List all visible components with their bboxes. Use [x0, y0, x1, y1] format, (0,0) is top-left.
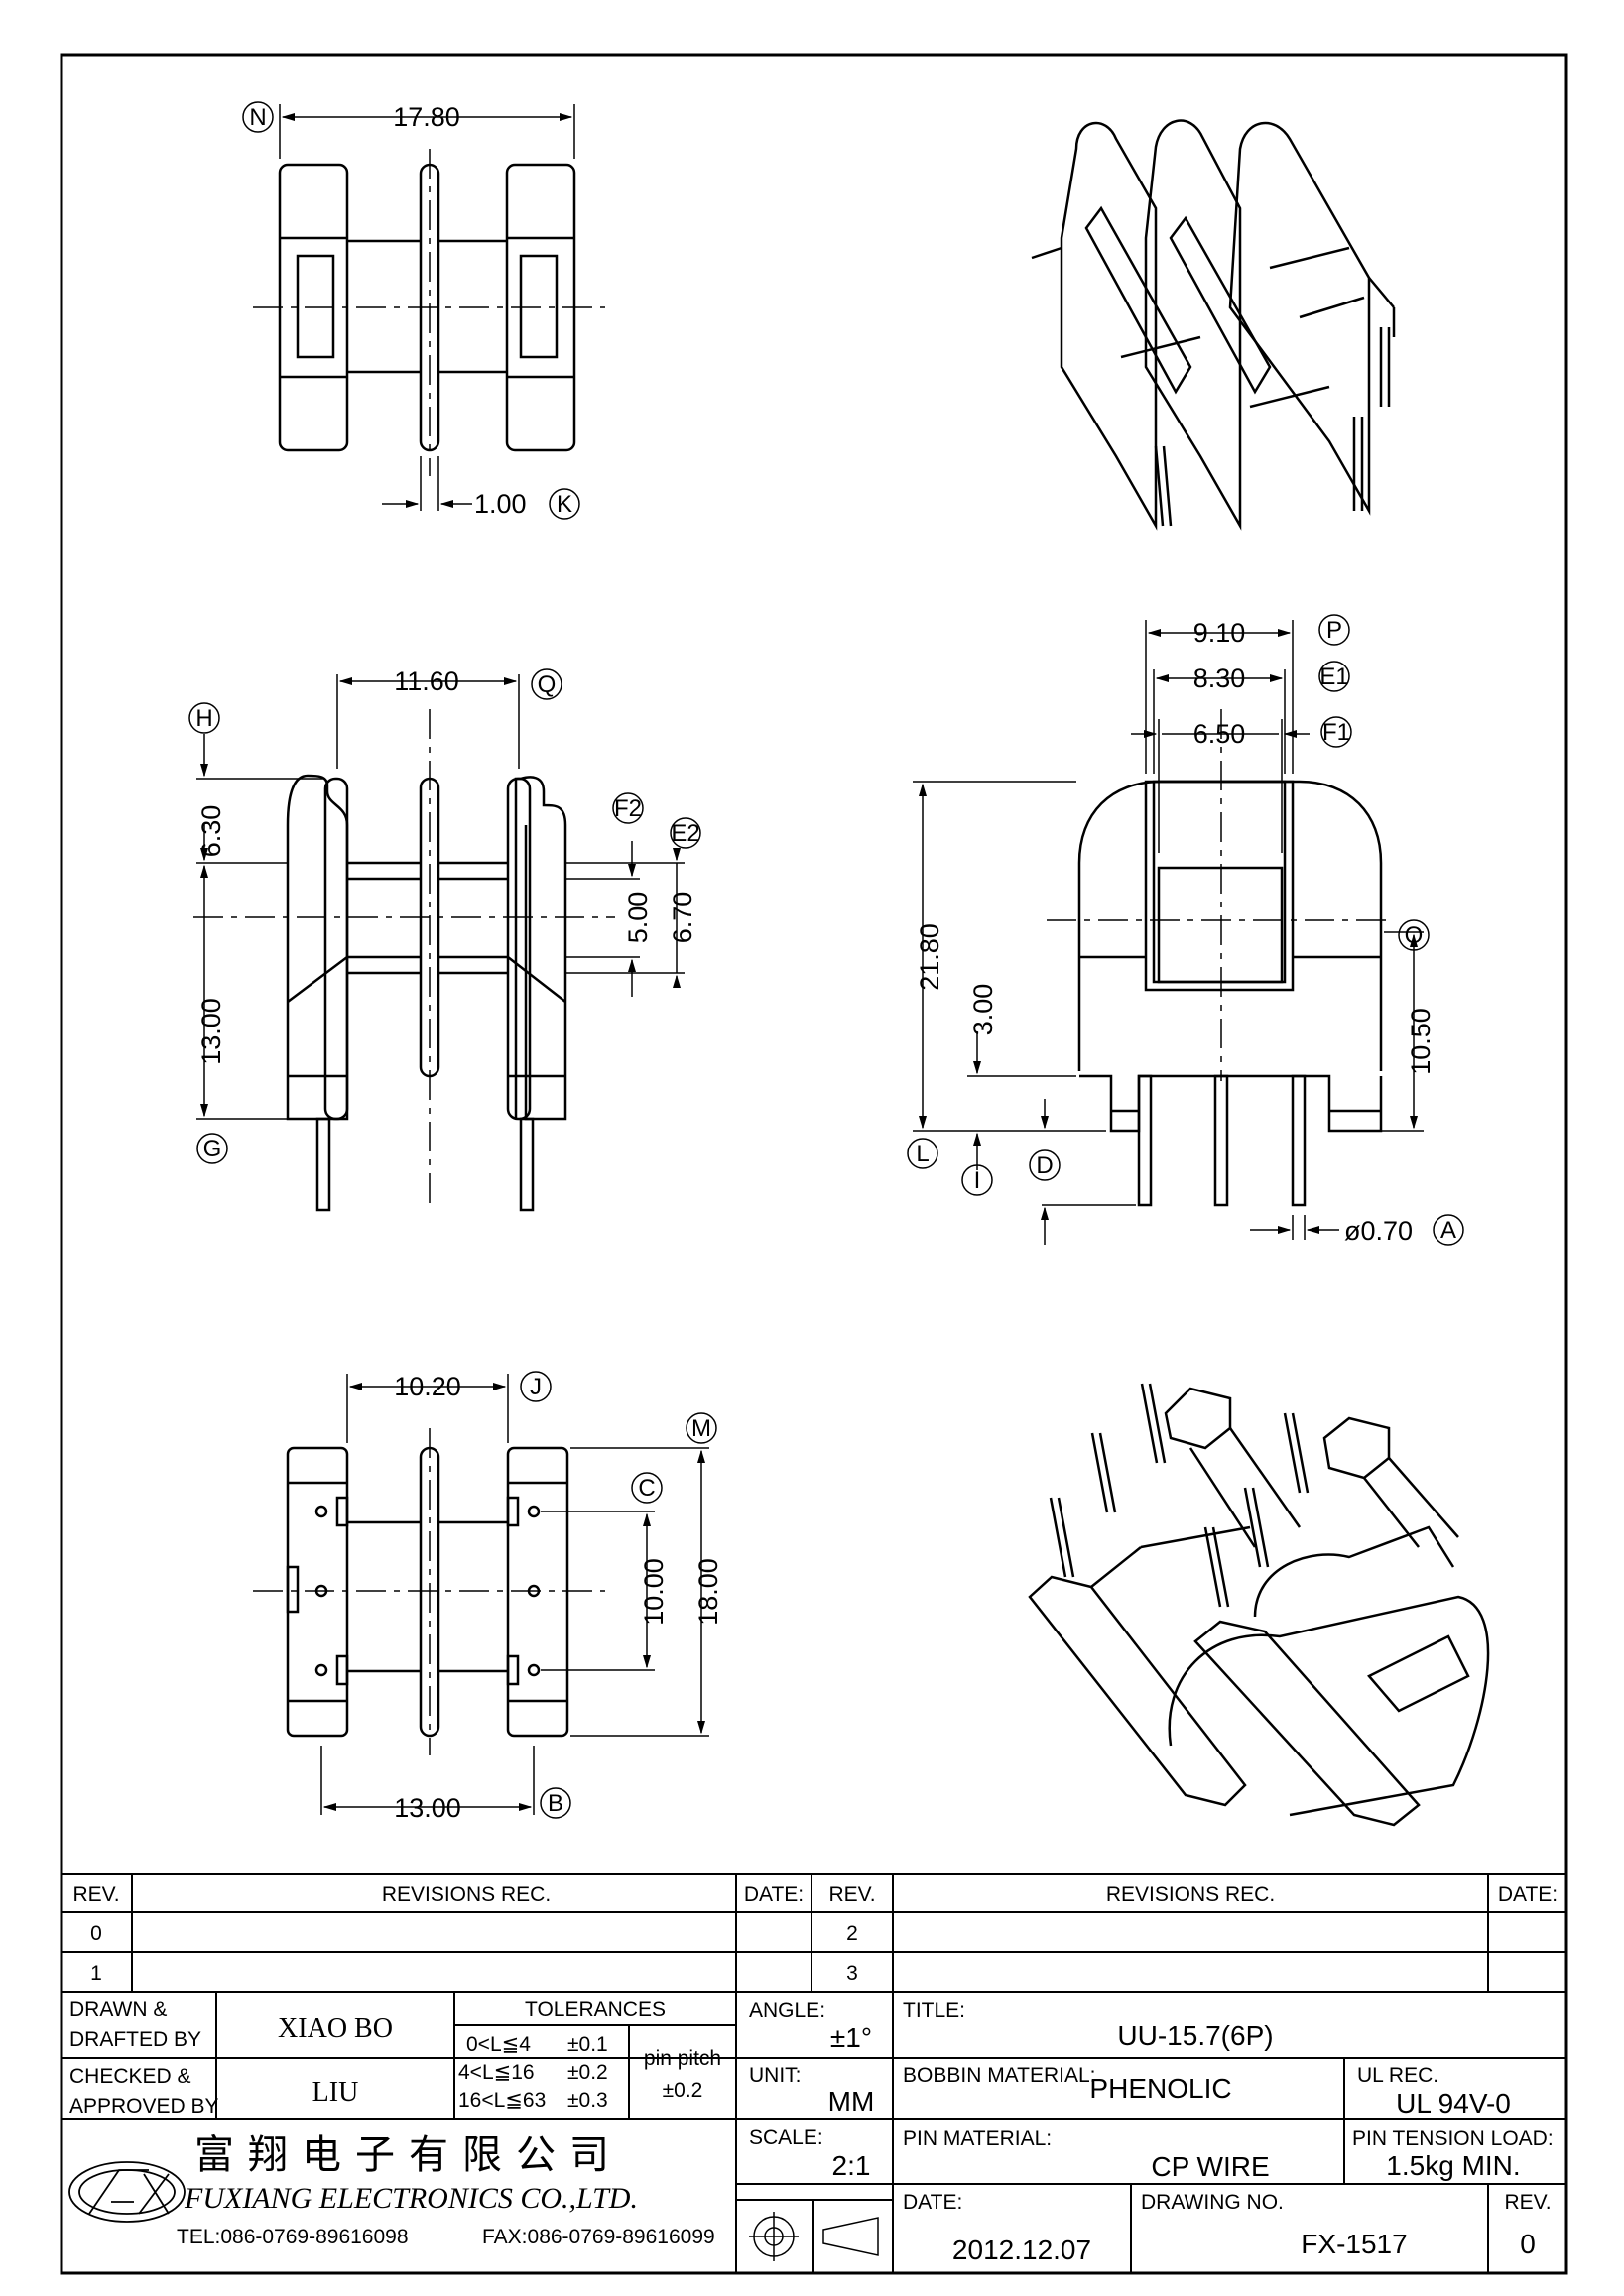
label-L: L — [916, 1141, 929, 1167]
tolerances-header: TOLERANCES — [525, 1998, 666, 2021]
label-H: H — [195, 705, 212, 732]
ul-value: UL 94V-0 — [1396, 2088, 1511, 2118]
dim-18-00: 18.00 — [693, 1558, 723, 1626]
dim-6-30: 6.30 — [196, 805, 226, 858]
dim-10-00: 10.00 — [639, 1558, 669, 1626]
rev-label: REV. — [1504, 2191, 1551, 2214]
angle-label: ANGLE: — [749, 1999, 825, 2022]
drawing-frame — [60, 53, 1568, 2275]
tol-range-1: 0<L≦4 — [466, 2033, 531, 2056]
date-header-right: DATE: — [1498, 1883, 1558, 1906]
label-G: G — [203, 1136, 222, 1162]
ul-label: UL REC. — [1357, 2064, 1438, 2087]
checked-value: LIU — [312, 2077, 359, 2108]
company-name-en: FUXIANG ELECTRONICS CO.,LTD. — [184, 2182, 638, 2215]
bobbin-value: PHENOLIC — [1089, 2073, 1231, 2104]
rev-1: 1 — [90, 1962, 102, 1985]
tension-label: PIN TENSION LOAD: — [1352, 2127, 1554, 2150]
label-F1: F1 — [1322, 719, 1350, 746]
dim-pin-diameter: ø0.70 — [1344, 1216, 1413, 1246]
date-label: DATE: — [903, 2191, 962, 2214]
rev-0: 0 — [90, 1922, 102, 1945]
dim-13-00-bottom: 13.00 — [394, 1793, 461, 1823]
front-view — [907, 614, 1464, 1246]
label-J: J — [530, 1374, 542, 1400]
scale-value: 2:1 — [832, 2150, 871, 2181]
rev-header-left: REV. — [72, 1883, 119, 1906]
company-name-cn: 富翔电子有限公司 — [194, 2132, 623, 2178]
dim-flange: 1.00 — [474, 489, 527, 519]
label-B: B — [548, 1790, 563, 1817]
side-view — [188, 668, 701, 1212]
label-F2: F2 — [614, 795, 642, 822]
dim-5-00: 5.00 — [623, 892, 653, 944]
title-value: UU-15.7(6P) — [1117, 2020, 1273, 2051]
dim-10-50: 10.50 — [1406, 1008, 1436, 1075]
title-label: TITLE: — [903, 1999, 965, 2022]
pin-material-label: PIN MATERIAL: — [903, 2127, 1052, 2150]
rev-header-right: REV. — [828, 1883, 875, 1906]
pin-pitch-label: pin pitch — [644, 2047, 721, 2070]
label-C: C — [638, 1475, 655, 1502]
unit-label: UNIT: — [749, 2064, 802, 2087]
bobbin-label: BOBBIN MATERIAL: — [903, 2064, 1096, 2087]
revisions-header-left: REVISIONS REC. — [382, 1883, 551, 1906]
rev-value: 0 — [1520, 2229, 1536, 2259]
label-N: N — [249, 104, 266, 131]
tension-value: 1.5kg MIN. — [1386, 2150, 1520, 2181]
dim-9-10: 9.10 — [1193, 618, 1246, 648]
company-tel: TEL:086-0769-89616098 — [177, 2226, 409, 2248]
top-view — [242, 101, 605, 520]
label-E2: E2 — [671, 820, 699, 847]
date-value: 2012.12.07 — [952, 2235, 1091, 2265]
dim-11-60: 11.60 — [394, 666, 459, 696]
angle-value: ±1° — [830, 2022, 872, 2053]
tol-value-3: ±0.3 — [567, 2089, 608, 2112]
dim-8-30: 8.30 — [1193, 664, 1246, 693]
dim-width: 17.80 — [393, 102, 460, 132]
bottom-view — [253, 1371, 717, 1819]
tol-range-2: 4<L≦16 — [458, 2061, 535, 2084]
label-Q: Q — [538, 671, 557, 698]
drawn-value: XIAO BO — [278, 2013, 393, 2044]
label-M: M — [691, 1415, 711, 1442]
isometric-view-bottom — [1028, 1383, 1490, 1827]
label-P: P — [1326, 617, 1342, 644]
scale-label: SCALE: — [749, 2126, 823, 2149]
checked-label-text: CHECKED &APPROVED BY — [69, 2065, 219, 2117]
rev-3: 3 — [846, 1962, 858, 1985]
isometric-view-top — [1031, 119, 1396, 531]
tol-value-1: ±0.1 — [567, 2033, 608, 2056]
revisions-header-right: REVISIONS REC. — [1106, 1883, 1275, 1906]
pin-material-value: CP WIRE — [1151, 2151, 1269, 2182]
dim-10-20: 10.20 — [394, 1372, 461, 1401]
label-D: D — [1036, 1152, 1053, 1179]
company-logo — [68, 2161, 186, 2223]
dim-6-70: 6.70 — [668, 892, 697, 944]
tol-range-3: 16<L≦63 — [458, 2089, 546, 2112]
title-block — [62, 1873, 1566, 2273]
tol-value-2: ±0.2 — [567, 2061, 608, 2084]
dim-3-00: 3.00 — [968, 984, 998, 1036]
label-E1: E1 — [1319, 664, 1348, 690]
dim-21-80: 21.80 — [915, 923, 944, 991]
pin-pitch-tol: ±0.2 — [663, 2079, 703, 2102]
unit-value: MM — [828, 2086, 875, 2116]
company-fax: FAX:086-0769-89616099 — [482, 2226, 715, 2248]
label-A: A — [1440, 1217, 1456, 1244]
dim-13-00: 13.00 — [196, 998, 226, 1065]
label-O: O — [1405, 922, 1424, 949]
dim-6-50: 6.50 — [1193, 719, 1246, 749]
drawing-no-value: FX-1517 — [1301, 2229, 1407, 2259]
label-K: K — [557, 491, 572, 518]
date-header-left: DATE: — [744, 1883, 804, 1906]
rev-2: 2 — [846, 1922, 858, 1945]
label-I: I — [974, 1167, 981, 1194]
drawing-no-label: DRAWING NO. — [1141, 2191, 1284, 2214]
drawn-label-text: DRAWN &DRAFTED BY — [69, 1998, 201, 2051]
